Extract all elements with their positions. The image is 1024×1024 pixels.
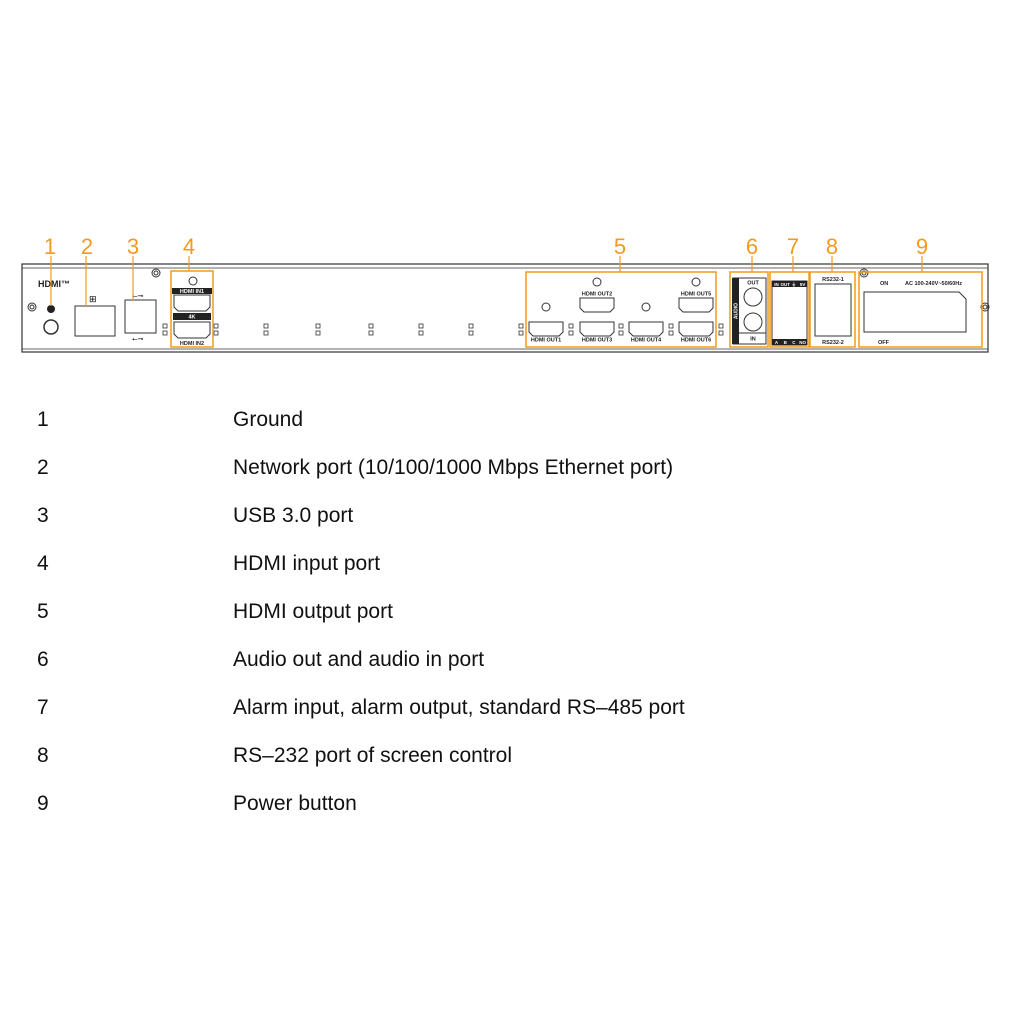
indicator-leds	[162, 323, 724, 336]
4k-badge: 4K	[188, 315, 195, 321]
power-rating-label: AC 100-240V~50/60Hz	[905, 281, 962, 287]
hdmi-output-port	[628, 321, 664, 337]
callout-number: 6	[746, 234, 758, 259]
audio-in-jack	[743, 312, 763, 332]
legend-description: Alarm input, alarm output, standard RS–4…	[233, 696, 685, 719]
ground-terminal	[43, 305, 59, 335]
alarm-terminal-label: A	[775, 340, 779, 345]
hdmi-in1-port	[173, 294, 211, 312]
hdmi-output-label: HDMI OUT6	[681, 338, 711, 344]
alarm-terminal-label: NO	[799, 340, 806, 345]
power-switch	[863, 291, 967, 333]
callout-number: 7	[787, 234, 799, 259]
screw-icon	[27, 268, 990, 312]
alarm-terminal-label: B	[784, 340, 788, 345]
hdmi-output-port	[579, 321, 615, 337]
network-port	[74, 305, 116, 337]
usb-icon: ⭠⊸	[132, 336, 144, 343]
callout-number: 8	[826, 234, 838, 259]
hdmi-output-label: HDMI OUT1	[531, 338, 561, 344]
hdmi-in2-label: HDMI IN2	[180, 341, 204, 347]
legend-description: Audio out and audio in port	[233, 648, 485, 671]
legend-number: 9	[37, 792, 49, 815]
alarm-terminal-label: C	[792, 340, 796, 345]
callout-leaders	[50, 256, 923, 306]
callout-number: 2	[81, 234, 93, 259]
legend-number: 5	[37, 600, 49, 623]
hdmi-output-label: HDMI OUT2	[582, 292, 612, 298]
power-off-label: OFF	[878, 340, 890, 346]
audio-out-jack	[743, 287, 763, 307]
legend-description: HDMI input port	[233, 552, 381, 575]
power-on-label: ON	[880, 281, 888, 287]
legend-number: 1	[37, 408, 49, 431]
legend-number: 3	[37, 504, 49, 527]
audio-in-label: IN	[750, 337, 756, 343]
audio-out-label: OUT	[747, 281, 759, 287]
callout-number: 4	[183, 234, 195, 259]
legend-number: 7	[37, 696, 49, 719]
rs232-port	[814, 283, 852, 337]
alarm-terminal-label: 5V	[800, 282, 806, 287]
hdmi-output-label: HDMI OUT5	[681, 292, 711, 298]
hdmi-output-port	[579, 297, 615, 313]
hdmi-in2-port	[173, 321, 211, 339]
callout-number: 9	[916, 234, 928, 259]
network-icon: ⊞	[89, 294, 97, 304]
callout-number: 3	[127, 234, 139, 259]
hdmi-output-port	[528, 321, 564, 337]
legend-description: Ground	[233, 408, 304, 431]
callout-boxes	[170, 270, 983, 348]
legend-description: RS–232 port of screen control	[233, 744, 512, 767]
legend-description: USB 3.0 port	[233, 504, 354, 527]
legend-description: HDMI output port	[233, 600, 393, 623]
callout-number: 5	[614, 234, 626, 259]
hdmi-output-ports: HDMI OUT1 HDMI OUT3 HDMI OUT4 HDMI OUT6 HDMI…	[528, 277, 714, 344]
hdmi-logo: HDMI™	[38, 279, 70, 289]
rs232-2-label: RS232-2	[822, 340, 844, 346]
alarm-terminal-label: ⏚	[792, 281, 797, 288]
hdmi-output-port	[678, 321, 714, 337]
legend-number: 8	[37, 744, 49, 767]
legend-number: 4	[37, 552, 49, 575]
hdmi-output-label: HDMI OUT3	[582, 338, 612, 344]
hdmi-in1-label: HDMI IN1	[180, 289, 204, 295]
callout-number: 1	[44, 234, 56, 259]
legend-description: Network port (10/100/1000 Mbps Ethernet …	[233, 456, 674, 479]
alarm-terminal-label: IN	[774, 282, 779, 287]
audio-label: AUDIO	[734, 303, 740, 319]
legend-description: Power button	[233, 792, 357, 815]
alarm-terminal-label: OUT	[780, 282, 790, 287]
alarm-rs485-terminal	[771, 280, 808, 346]
usb-port	[124, 299, 157, 334]
usb-icon: ⭠⊸	[132, 293, 144, 300]
legend-number: 6	[37, 648, 49, 671]
hdmi-output-port	[678, 297, 714, 313]
hdmi-output-label: HDMI OUT4	[631, 338, 662, 344]
chassis	[21, 263, 989, 353]
rs232-1-label: RS232-1	[822, 277, 844, 283]
legend-number: 2	[37, 456, 49, 479]
